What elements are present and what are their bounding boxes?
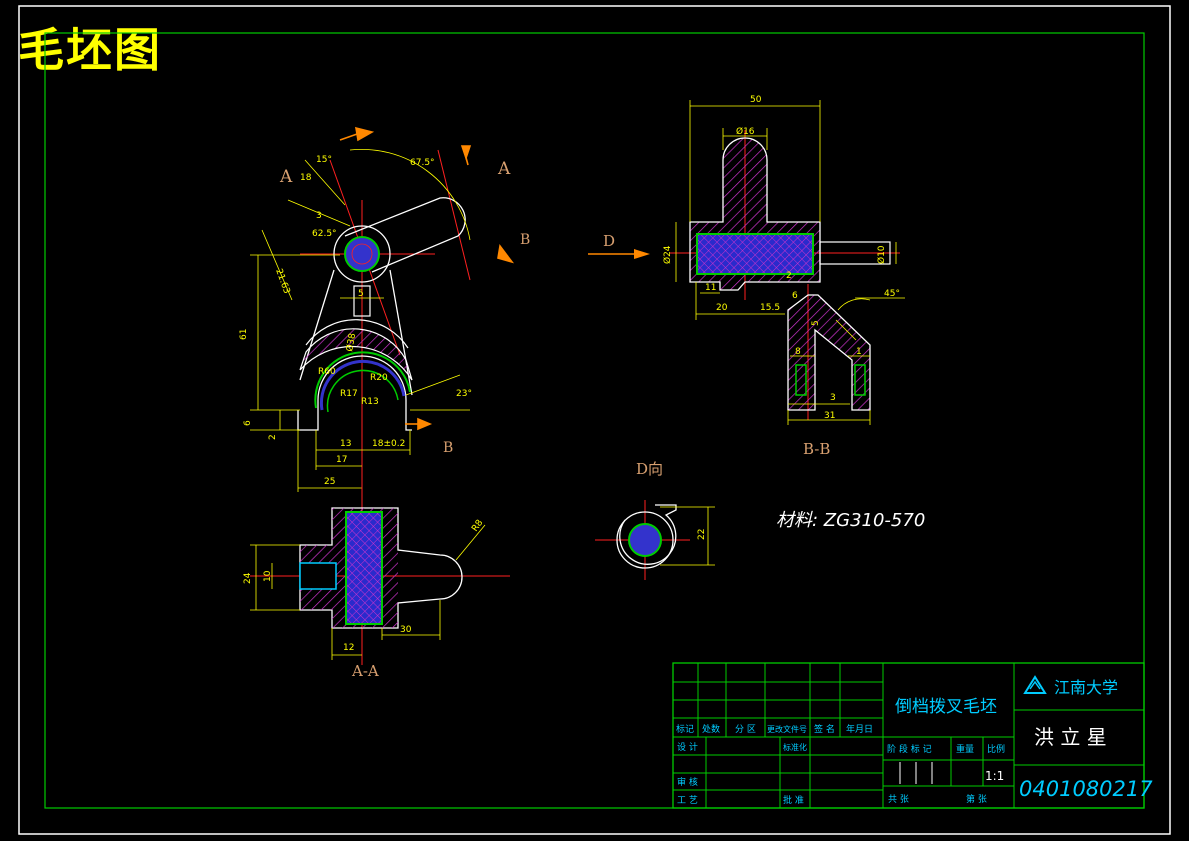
aa-dim-24: 24: [243, 572, 253, 584]
bb-dim-45: 45°: [884, 289, 900, 299]
tb-row-label-3: 更改文件号: [767, 724, 807, 734]
inner-frame: [44, 32, 1145, 809]
tb-process: 工 艺: [677, 795, 698, 806]
top-dim-11: 11: [705, 283, 716, 293]
tb-standard: 标准化: [783, 742, 807, 752]
dim-6: 6: [243, 420, 253, 426]
tb-row-label-1: 处数: [702, 723, 720, 735]
tb-stage-mark: 阶 段 标 记: [887, 743, 932, 755]
bb-dim-1: 1: [856, 347, 862, 357]
tb-design: 设 计: [677, 741, 698, 753]
dim-18pm: 18±0.2: [372, 439, 405, 449]
tb-row-label-2: 分 区: [735, 724, 756, 735]
aa-dim-30: 30: [400, 625, 412, 635]
tb-sheet: 第 张: [966, 793, 987, 805]
main-view: 15° 67.5° 18 3 62.5° 21.63 61 6 2 5 Ø38 …: [239, 126, 530, 520]
dim-17: 17: [336, 455, 347, 465]
material-note: 材料: ZG310-570: [776, 510, 925, 531]
tb-scale: 比例: [987, 743, 1005, 755]
dim-18: 18: [300, 173, 312, 183]
d-dim-22: 22: [697, 529, 707, 540]
tb-row-label-4: 签 名: [814, 723, 835, 735]
dim-r60: R60: [318, 367, 336, 377]
dim-25: 25: [324, 477, 335, 487]
tb-scale-value: 1:1: [985, 769, 1004, 783]
tb-row-label-5: 年月日: [846, 723, 873, 735]
aa-dim-r8: R8: [470, 518, 485, 534]
top-dim-phi16: Ø16: [736, 126, 755, 137]
dim-5: 5: [358, 289, 364, 299]
top-view: 50 Ø16 Ø24 Ø10 11 2 20 15.5 D: [588, 95, 900, 320]
outer-frame: [18, 5, 1171, 835]
dim-r38: Ø38: [344, 332, 358, 352]
bb-dim-6: 6: [792, 291, 798, 301]
title-block: 标记 处数 分 区 更改文件号 签 名 年月日 设 计 标准化 审 核 工 艺 …: [672, 662, 1153, 809]
top-dim-50: 50: [750, 95, 762, 105]
tb-part-name: 倒档拨叉毛坯: [895, 697, 997, 717]
section-bb-view: 6 45° 5 8 1 3 31 B-B: [787, 284, 905, 458]
tb-row-label-0: 标记: [676, 723, 694, 735]
cut-label-b1: B: [520, 232, 530, 248]
tb-review: 审 核: [677, 776, 698, 788]
dim-3: 3: [316, 211, 322, 221]
view-d-label: D向: [636, 460, 663, 478]
tb-weight: 重量: [956, 743, 974, 755]
dim-r20: R20: [370, 373, 388, 383]
bb-dim-3: 3: [830, 393, 836, 403]
tb-school: 江南大学: [1054, 678, 1118, 697]
school-logo-icon: [1023, 675, 1047, 694]
dim-angle15: 15°: [316, 155, 332, 165]
tb-student-id: 0401080217: [1019, 777, 1153, 801]
section-bb-label: B-B: [803, 440, 830, 458]
aa-dim-10: 10: [263, 570, 273, 582]
sheet-title: 毛坯图: [18, 23, 162, 77]
dim-r13: R13: [361, 397, 379, 407]
section-aa-view: 24 10 12 30 R8 A-A: [243, 468, 510, 680]
dim-2163: 21.63: [273, 268, 291, 296]
cut-label-a1: A: [279, 167, 293, 187]
tb-approve: 批 准: [783, 794, 804, 806]
dim-13: 13: [340, 439, 351, 449]
dim-angle67: 67.5°: [410, 158, 435, 168]
cut-label-a2: A: [497, 159, 511, 179]
dim-angle625: 62.5°: [312, 229, 337, 239]
top-dim-2: 2: [786, 271, 792, 281]
bb-dim-31: 31: [824, 411, 835, 421]
top-dim-phi10: Ø10: [876, 245, 887, 264]
tb-author: 洪 立 星: [1034, 725, 1107, 749]
bb-dim-8: 8: [795, 347, 801, 357]
view-arrow-d-label: D: [603, 232, 615, 250]
cut-label-b2: B: [443, 440, 453, 456]
dim-angle23: 23°: [456, 389, 472, 399]
section-aa-label: A-A: [351, 662, 379, 680]
dim-61: 61: [239, 329, 249, 340]
top-dim-phi24: Ø24: [662, 245, 673, 264]
tb-total: 共 张: [888, 794, 909, 805]
dim-2: 2: [268, 434, 278, 440]
bb-dim-5: 5: [811, 320, 821, 326]
dim-r17: R17: [340, 389, 358, 399]
view-d: D向 22: [595, 460, 715, 580]
top-dim-155: 15.5: [760, 303, 780, 313]
top-dim-20: 20: [716, 303, 728, 313]
aa-dim-12: 12: [343, 643, 354, 653]
